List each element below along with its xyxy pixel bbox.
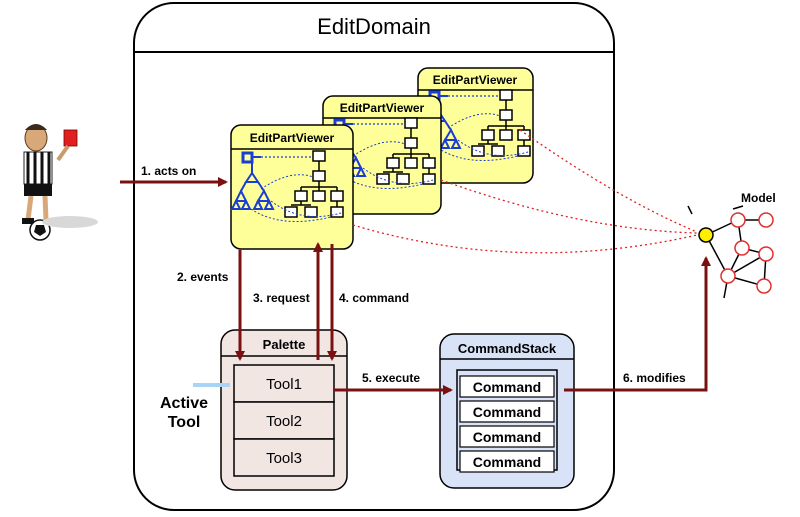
command-stack: CommandStack Command Command Command Com…: [439, 333, 575, 489]
command-item: [459, 375, 555, 398]
command-item: [459, 400, 555, 423]
events-label: 2. events: [177, 270, 229, 284]
modifies-label: 6. modifies: [623, 371, 686, 385]
command-stack-title: CommandStack: [458, 341, 557, 356]
tool3-button[interactable]: [233, 438, 335, 477]
command-label: Command: [473, 429, 541, 445]
command-label: 4. command: [339, 291, 409, 305]
model-graph-icon: [687, 205, 774, 299]
active-tool-label-line1: Active: [160, 395, 208, 412]
active-tool-label-line2: Tool: [168, 414, 201, 431]
modifies-arrow: [564, 256, 711, 392]
command-item: [459, 425, 555, 448]
command-label: Command: [473, 404, 541, 420]
command-item: [459, 450, 555, 473]
palette-title: Palette: [263, 337, 306, 352]
model-active-node: [698, 227, 714, 243]
model-label: Model: [741, 191, 776, 205]
tool2-label: Tool2: [266, 413, 302, 430]
command-label: Command: [473, 454, 541, 470]
viewer-1-title: EditPartViewer: [250, 131, 335, 145]
tool3-label: Tool3: [266, 450, 302, 467]
viewer-model-links: [352, 129, 698, 254]
request-label: 3. request: [253, 291, 310, 305]
acts-on-label: 1. acts on: [141, 164, 196, 178]
palette: Palette Tool1 Tool2 Tool3: [220, 329, 348, 491]
user-referee-icon: [22, 124, 98, 241]
edit-part-viewer-1: EditPartViewer: [230, 124, 354, 250]
tool1-label: Tool1: [266, 376, 302, 393]
execute-label: 5. execute: [362, 371, 420, 385]
command-label: Command: [473, 379, 541, 395]
edit-part-viewer-3: EditPartViewer: [417, 67, 534, 184]
viewer-2-title: EditPartViewer: [340, 101, 425, 115]
tool2-button[interactable]: [233, 401, 335, 440]
edit-domain-title: EditDomain: [317, 14, 431, 39]
viewer-3-title: EditPartViewer: [433, 73, 518, 87]
